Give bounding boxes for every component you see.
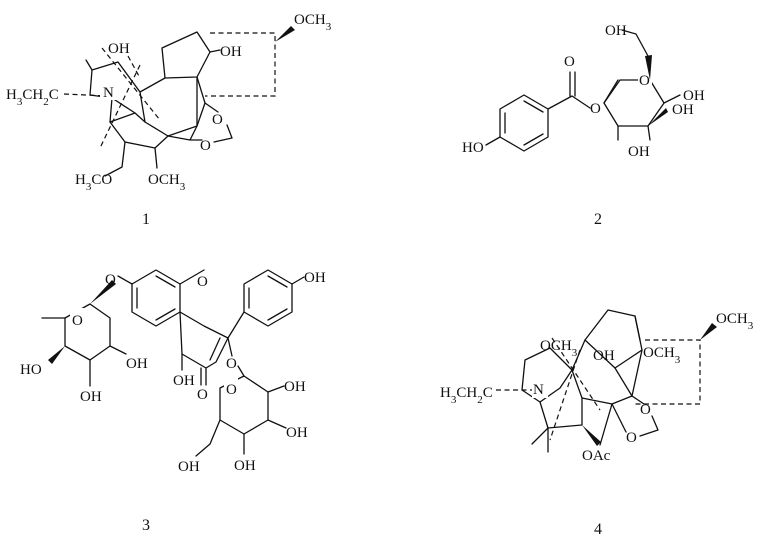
compound-1-acetal-o-b-label: O xyxy=(200,138,211,154)
compound-4-ethyl-label: H3CH2C xyxy=(440,385,493,406)
compound-4-ome-right-label: OCH3 xyxy=(643,345,681,366)
compound-1-acetal-o-a-label: O xyxy=(212,112,223,128)
compound-1-number: 1 xyxy=(142,211,150,228)
compound-2-oh-c3-label: OH xyxy=(672,102,694,118)
compound-3-glc-oh-b-label: OH xyxy=(286,425,308,441)
compound-3-phenol-oh-label: OH xyxy=(304,270,326,286)
compound-2-link-o-label: O xyxy=(590,101,601,117)
compound-2-oh-c4-label: OH xyxy=(683,88,705,104)
compound-2-ch2oh-label: OH xyxy=(605,23,627,39)
compound-4-oh-label: OH xyxy=(593,348,615,364)
compound-2-oh-c2-label: OH xyxy=(628,144,650,160)
compound-2-structure: OH O OH OH OH O O HO 2 xyxy=(462,23,705,228)
compound-1-oh-right-label: OH xyxy=(220,44,242,60)
compound-1-methoxymethyl-label: H3CO xyxy=(75,172,112,193)
compound-1-ethyl-label: H3CH2C xyxy=(6,87,59,108)
compound-3-rham-oh-b-label: OH xyxy=(80,389,102,405)
compound-4-ome-left-label: OCH3 xyxy=(540,338,578,359)
compound-3-carbonyl-o-label: O xyxy=(197,387,208,403)
compound-1-oh-top-label: OH xyxy=(108,41,130,57)
compound-3-structure: OH O O O HO OH OH OH O O O OH OH OH OH 3 xyxy=(20,269,326,534)
compound-3-oh5-label: OH xyxy=(173,373,195,389)
compound-3-number: 3 xyxy=(142,517,150,534)
compound-1-ome-top-label: OCH3 xyxy=(294,12,332,33)
compound-4-n-label: N xyxy=(533,382,544,398)
compound-1-structure: OCH3 OH OH H3CH2C N OCH3 O O H3CO 1 xyxy=(6,12,332,228)
compound-1-ome-bottom-label: OCH3 xyxy=(148,172,186,193)
compound-3-glc-o-label: O xyxy=(226,382,237,398)
compound-4-number: 4 xyxy=(594,521,602,538)
compound-4-oac-label: OAc xyxy=(582,448,611,464)
compound-3-glc-oh-c-label: OH xyxy=(234,458,256,474)
compound-2-number: 2 xyxy=(594,211,602,228)
compound-3-rham-oh-c-label: OH xyxy=(126,356,148,372)
compound-3-glc-ch2oh-label: OH xyxy=(178,459,200,475)
compound-3-glc-oh-a-label: OH xyxy=(284,379,306,395)
compound-2-phenol-oh-label: HO xyxy=(462,140,484,156)
compound-3-ether-o7-label: O xyxy=(105,272,116,288)
compound-2-carbonyl-o-label: O xyxy=(564,54,575,70)
compound-4-acetal-o-b-label: O xyxy=(626,430,637,446)
compound-3-chromone-o-label: O xyxy=(197,274,208,290)
compound-1-n-label: N xyxy=(103,85,114,101)
compound-3-rham-o-label: O xyxy=(72,313,83,329)
compound-3-rham-ho-label: HO xyxy=(20,362,42,378)
compound-4-ome-top-label: OCH3 xyxy=(716,311,754,332)
compound-4-acetal-o-a-label: O xyxy=(640,402,651,418)
compound-4-structure: OCH3 OCH3 OH OCH3 H3CH2C N O O OAc 4 xyxy=(440,309,754,538)
compound-3-ether-o3-label: O xyxy=(226,356,237,372)
compound-2-ring-o-label: O xyxy=(639,73,650,89)
